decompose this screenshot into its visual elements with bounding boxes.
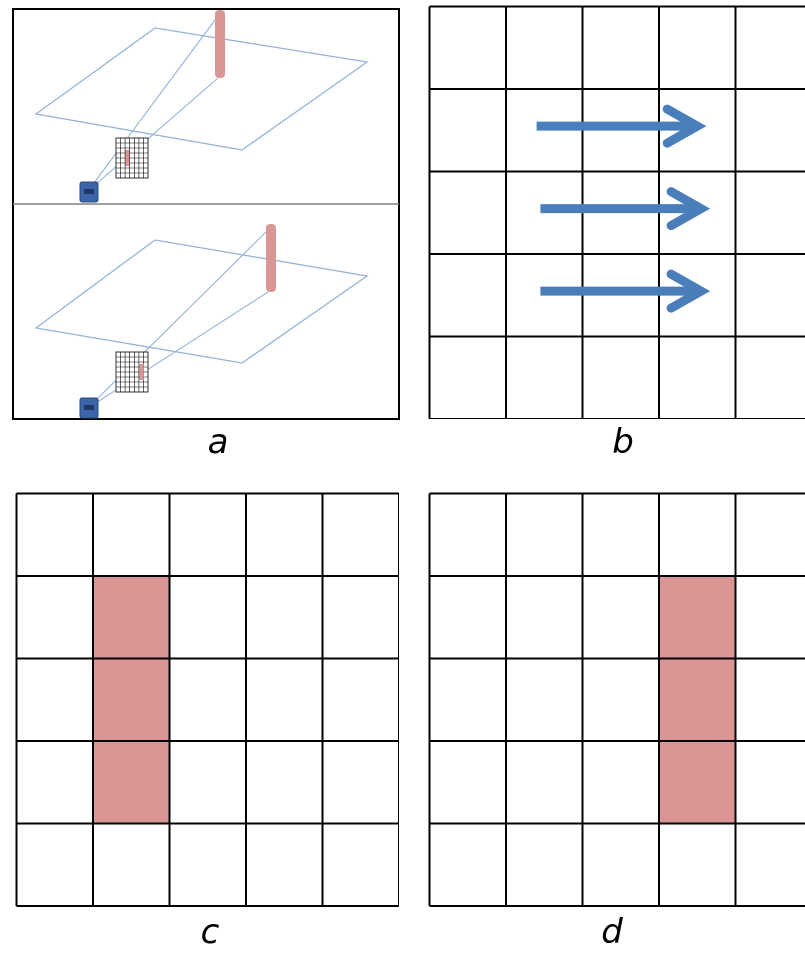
highlighted-cell	[93, 741, 170, 824]
image-grid-top	[115, 137, 149, 179]
panel-d	[428, 492, 805, 908]
motion-arrow	[540, 269, 711, 313]
highlighted-cell	[659, 658, 736, 741]
camera-icon	[79, 181, 99, 203]
top-scene	[34, 10, 369, 203]
view-ray	[87, 15, 219, 192]
image-projection-bottom	[139, 364, 144, 380]
highlighted-cell	[93, 658, 170, 741]
caption-c: c	[200, 912, 220, 952]
highlighted-cell	[659, 741, 736, 824]
ground-plane-bottom	[34, 239, 369, 364]
ground-plane-top	[34, 27, 369, 151]
highlighted-cell	[93, 576, 170, 659]
view-ray	[87, 77, 219, 192]
image-projection-top	[125, 150, 130, 166]
grid-c	[15, 492, 399, 907]
caption-a: a	[207, 422, 229, 462]
panel-a-frame	[12, 8, 400, 420]
highlighted-cell	[659, 576, 736, 659]
bottom-scene	[34, 224, 369, 419]
motion-arrow	[540, 187, 711, 231]
panel-b	[428, 5, 805, 419]
camera-icon	[79, 397, 99, 419]
panel-c	[15, 492, 399, 908]
object-bar-bottom	[266, 224, 276, 292]
grid-b	[428, 5, 805, 419]
caption-d: d	[601, 912, 623, 952]
motion-arrow	[536, 104, 707, 148]
panel-a	[12, 8, 400, 420]
image-grid-bottom	[115, 351, 149, 393]
grid-d	[428, 492, 805, 907]
caption-b: b	[612, 422, 634, 462]
object-bar-top	[215, 10, 225, 78]
panel-a-scene	[12, 8, 400, 420]
